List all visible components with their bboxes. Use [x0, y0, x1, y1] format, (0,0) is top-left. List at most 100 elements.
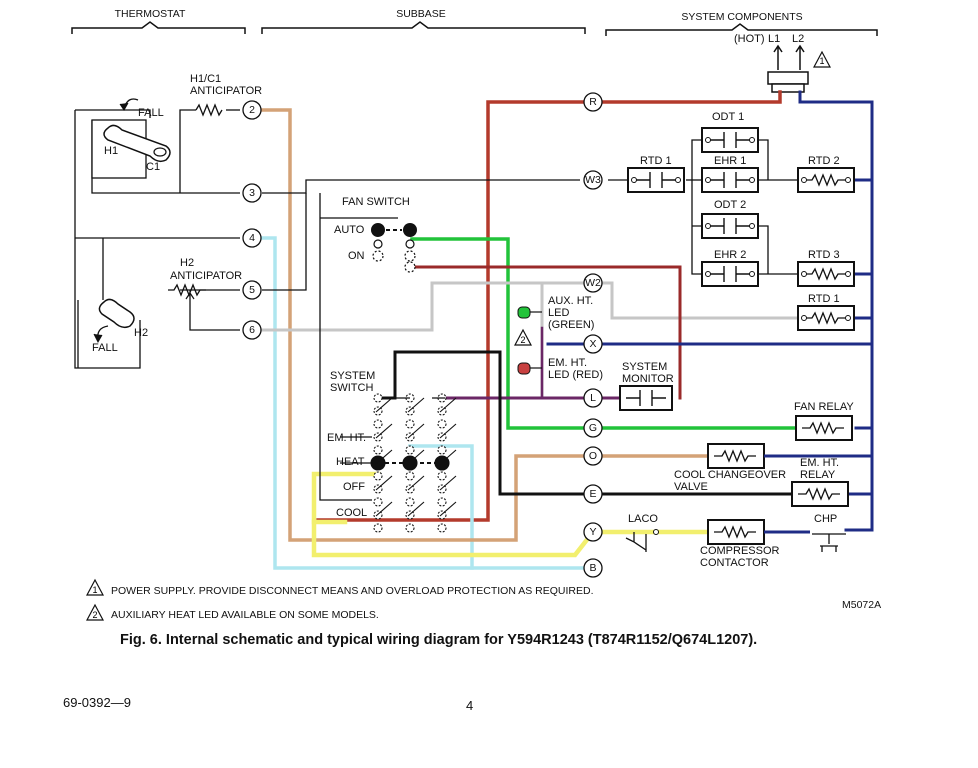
svg-text:H1: H1 [104, 145, 118, 157]
svg-text:G: G [589, 422, 597, 434]
svg-text:CHP: CHP [814, 513, 837, 525]
rtd1-mid-heater: RTD 1 [797, 293, 855, 331]
terminal-w3: W3 [583, 170, 603, 190]
terminal-o: O [583, 446, 603, 466]
h2-anticipator: H2 ANTICIPATOR [168, 257, 242, 300]
g-wire [410, 237, 802, 430]
aux-ht-led: AUX. HT. LED (GREEN) 2 [514, 295, 594, 346]
svg-text:SUBBASE: SUBBASE [396, 8, 446, 20]
switch-contact [405, 445, 415, 455]
odt1-contact: ODT 1 [701, 111, 759, 153]
svg-text:X: X [589, 338, 596, 350]
svg-text:LED: LED [548, 307, 569, 319]
e-wire [376, 350, 796, 496]
svg-text:LED (RED): LED (RED) [548, 369, 603, 381]
svg-text:ON: ON [348, 250, 365, 262]
switch-contact [437, 471, 447, 481]
note-1: 1 POWER SUPPLY. PROVIDE DISCONNECT MEANS… [86, 578, 594, 597]
svg-text:ANTICIPATOR: ANTICIPATOR [190, 85, 262, 97]
switch-throw-line [439, 475, 457, 491]
svg-text:1: 1 [819, 56, 824, 66]
svg-text:3: 3 [249, 187, 255, 199]
r-wire [316, 90, 782, 522]
switch-contact [373, 497, 383, 507]
svg-text:Y: Y [589, 526, 596, 538]
svg-text:EM. HT.: EM. HT. [800, 457, 839, 469]
common-bus [798, 90, 874, 532]
svg-text:FAN RELAY: FAN RELAY [794, 401, 854, 413]
h1c1-anticipator: H1/C1 ANTICIPATOR [190, 73, 262, 117]
odt2-contact: ODT 2 [701, 199, 759, 239]
header-subbase: SUBBASE [261, 8, 586, 34]
svg-text:COMPRESSOR: COMPRESSOR [700, 545, 780, 557]
mercury-switch-h2: H2 FALL [77, 298, 148, 368]
svg-text:EHR 2: EHR 2 [714, 249, 746, 261]
fan-switch: FAN SWITCH AUTO ON [334, 196, 417, 273]
ehr2-contact: EHR 2 [701, 249, 759, 287]
svg-text:EM. HT.: EM. HT. [548, 357, 587, 369]
svg-text:O: O [589, 450, 597, 462]
switch-throw-line [407, 501, 425, 517]
svg-text:L2: L2 [792, 33, 804, 45]
svg-text:CONTACTOR: CONTACTOR [700, 557, 769, 569]
system-monitor: SYSTEM MONITOR [619, 361, 674, 411]
svg-text:RTD 2: RTD 2 [808, 155, 840, 167]
svg-text:2: 2 [520, 335, 525, 345]
header-system-components: SYSTEM COMPONENTS [605, 11, 878, 36]
switch-throw-line [439, 397, 457, 413]
rtd3-heater: RTD 3 [797, 249, 855, 287]
svg-text:H2: H2 [134, 327, 148, 339]
svg-text:6: 6 [249, 324, 255, 336]
em-ht-led: EM. HT. LED (RED) [517, 357, 603, 381]
em-ht-relay: EM. HT. RELAY [791, 457, 849, 507]
terminal-l: L [583, 388, 603, 408]
svg-text:EM. HT.: EM. HT. [327, 432, 366, 444]
internal-wiring [74, 109, 798, 501]
terminal-6: 6 [242, 320, 262, 340]
svg-text:RTD 1: RTD 1 [640, 155, 672, 167]
switch-contact [405, 419, 415, 429]
svg-text:THERMOSTAT: THERMOSTAT [115, 8, 186, 20]
svg-text:H2: H2 [180, 257, 194, 269]
svg-text:FALL: FALL [138, 107, 164, 119]
switch-throw-line [439, 423, 457, 439]
svg-text:RELAY: RELAY [800, 469, 836, 481]
switch-contact [373, 419, 383, 429]
terminal-y: Y [583, 522, 603, 542]
svg-text:4: 4 [249, 232, 255, 244]
svg-text:R: R [589, 96, 597, 108]
svg-text:COOL: COOL [336, 507, 367, 519]
switch-throw-line [407, 449, 425, 465]
svg-text:VALVE: VALVE [674, 481, 708, 493]
terminal-2: 2 [242, 100, 262, 120]
header-thermostat: THERMOSTAT [71, 8, 246, 34]
svg-text:SWITCH: SWITCH [330, 382, 373, 394]
terminal-x: X [583, 334, 603, 354]
svg-text:C1: C1 [146, 161, 160, 173]
svg-text:B: B [589, 562, 596, 574]
svg-text:SYSTEM: SYSTEM [622, 361, 667, 373]
svg-text:SYSTEM: SYSTEM [330, 370, 375, 382]
svg-text:RTD 1: RTD 1 [808, 293, 840, 305]
switch-contact [405, 471, 415, 481]
svg-text:L1: L1 [768, 33, 780, 45]
svg-text:2: 2 [92, 610, 97, 620]
compressor-contactor: COMPRESSOR CONTACTOR [700, 519, 810, 569]
figure-caption: Fig. 6. Internal schematic and typical w… [120, 632, 757, 648]
switch-throw-line [375, 423, 393, 439]
chp-switch: CHP [812, 513, 846, 552]
terminal-g: G [583, 418, 603, 438]
svg-text:FAN SWITCH: FAN SWITCH [342, 196, 410, 208]
switch-contact [373, 445, 383, 455]
switch-contact [373, 523, 383, 533]
switch-contact [437, 445, 447, 455]
note-2-triangle-icon: 2 [514, 328, 532, 346]
svg-text:AUXILIARY HEAT LED AVAILABLE O: AUXILIARY HEAT LED AVAILABLE ON SOME MOD… [111, 609, 379, 621]
svg-text:(GREEN): (GREEN) [548, 319, 594, 331]
svg-text:E: E [589, 488, 596, 500]
switch-throw-line [375, 397, 393, 413]
switch-contact [437, 419, 447, 429]
switch-throw-line [407, 423, 425, 439]
switch-contact [437, 497, 447, 507]
